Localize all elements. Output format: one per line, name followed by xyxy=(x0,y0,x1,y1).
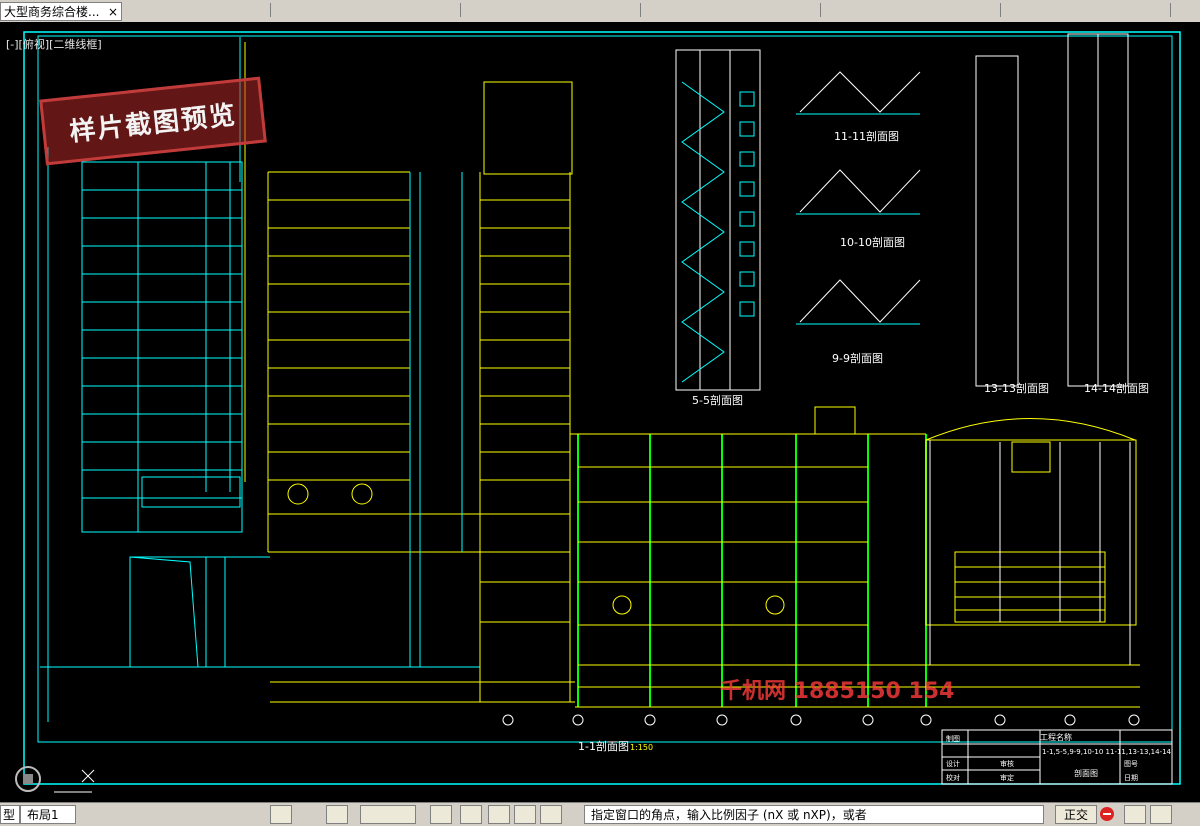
polar-button[interactable] xyxy=(514,805,536,824)
section-1-1-scale: 1:150 xyxy=(630,743,653,752)
toolbar-separator xyxy=(1170,3,1171,17)
section-5-5-title: 5-5剖面图 xyxy=(692,393,743,407)
viewport-label[interactable]: [-][俯视][二维线框] xyxy=(6,38,102,51)
titleblock-row5: 审定 xyxy=(1000,773,1014,782)
ortho-mode-button[interactable]: 正交 xyxy=(1055,805,1097,824)
titleblock-drawing-list: 1-1,5-5,9-9,10-10 11-11,13-13,14-14 xyxy=(1042,748,1172,756)
ortho-toggle-button[interactable] xyxy=(488,805,510,824)
document-tab[interactable]: 大型商务综合楼... × xyxy=(0,2,122,21)
toolbar-button[interactable] xyxy=(326,805,348,824)
section-1-1-title: 1-1剖面图 xyxy=(578,739,629,753)
document-tab-title: 大型商务综合楼... xyxy=(4,5,100,19)
titleblock-row3: 校对 xyxy=(946,773,960,782)
section-9-9-title: 9-9剖面图 xyxy=(832,351,883,365)
status-bar: 型 布局1 指定窗口的角点，输入比例因子 (nX 或 nXP)，或者 正交 xyxy=(0,802,1200,826)
osnap-button[interactable] xyxy=(540,805,562,824)
close-tab-icon[interactable]: × xyxy=(107,5,118,19)
toolbar-separator xyxy=(460,3,461,17)
grid-button[interactable] xyxy=(460,805,482,824)
titleblock-row1: 制图 xyxy=(946,734,960,743)
stop-icon[interactable] xyxy=(1100,807,1114,821)
section-13-13-title: 13-13剖面图 xyxy=(984,381,1049,395)
section-10-10-title: 10-10剖面图 xyxy=(840,235,905,249)
titleblock-row4: 审核 xyxy=(1000,759,1014,768)
status-tray-button[interactable] xyxy=(1150,805,1172,824)
titleblock-row2: 设计 xyxy=(946,759,960,768)
toolbar-separator xyxy=(820,3,821,17)
viewport-button[interactable] xyxy=(360,805,416,824)
toolbar-separator xyxy=(270,3,271,17)
brand-watermark: 千机网 1885150 154 xyxy=(720,679,954,704)
tab-layout1[interactable]: 布局1 xyxy=(20,805,76,824)
toolbar-separator xyxy=(1000,3,1001,17)
section-11-11-title: 11-11剖面图 xyxy=(834,129,899,143)
pan-tool-button[interactable] xyxy=(270,805,292,824)
ucs-axis-icon xyxy=(54,769,95,793)
tab-model[interactable]: 型 xyxy=(0,805,20,824)
titleblock-project: 工程名称 xyxy=(1040,732,1072,742)
document-tab-bar: 大型商务综合楼... × xyxy=(0,0,1200,23)
status-tray-button[interactable] xyxy=(1124,805,1146,824)
titleblock-row6: 图号 xyxy=(1124,760,1138,768)
command-line-input[interactable]: 指定窗口的角点，输入比例因子 (nX 或 nXP)，或者 xyxy=(584,805,1044,824)
titleblock-drawing-name: 剖面图 xyxy=(1074,768,1098,778)
drawing-canvas[interactable]: 1-1剖面图 1:150 5-5剖面图 11-11剖面图 10-10剖面图 9-… xyxy=(0,22,1200,802)
titleblock-row7: 日期 xyxy=(1124,774,1138,782)
viewcube-icon[interactable] xyxy=(8,757,48,797)
section-14-14-title: 14-14剖面图 xyxy=(1084,381,1149,395)
toolbar-separator xyxy=(640,3,641,17)
snap-button[interactable] xyxy=(430,805,452,824)
cad-drawing: 1-1剖面图 1:150 5-5剖面图 11-11剖面图 10-10剖面图 9-… xyxy=(23,31,1181,785)
